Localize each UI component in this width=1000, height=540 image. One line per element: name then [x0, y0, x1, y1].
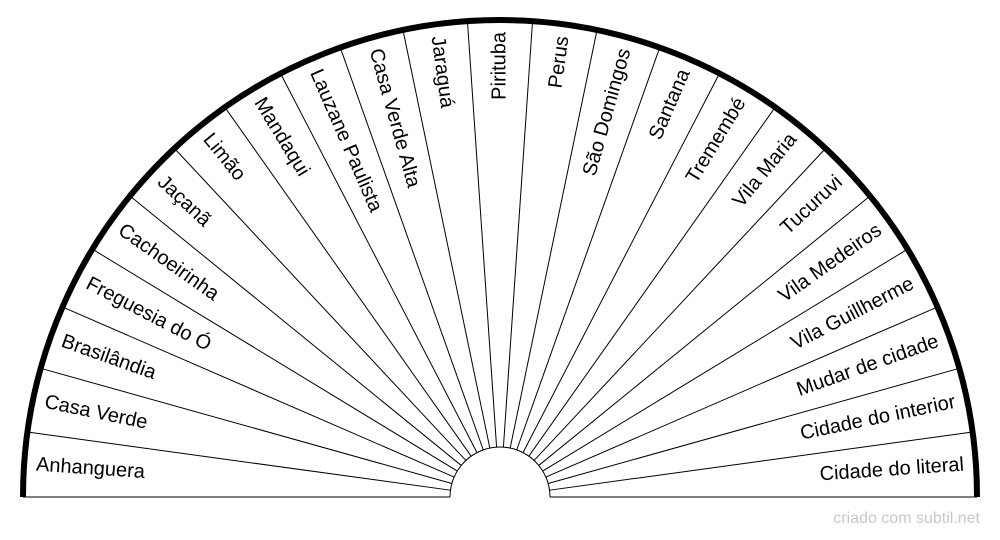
sector-divider	[528, 107, 776, 457]
sector-divider	[545, 306, 938, 478]
sector-divider	[92, 248, 458, 472]
sector-divider	[548, 367, 960, 484]
sector-label: São Domingos	[579, 46, 636, 178]
sector-divider	[509, 29, 598, 449]
sector-divider	[538, 195, 871, 466]
sector-divider	[542, 248, 908, 472]
sector-divider	[549, 431, 973, 491]
sector-label: Lauzane Paulista	[305, 66, 387, 216]
sector-label: Tucuruvi	[776, 171, 847, 239]
sector-divider	[402, 29, 491, 449]
sector-label: Tremembé	[682, 94, 751, 187]
sector-label: Jaraguá	[426, 35, 458, 110]
sector-divider	[466, 21, 498, 448]
sector-divider	[522, 73, 720, 453]
sector-label: Mandaqui	[250, 94, 314, 180]
sector-label: Pirituba	[488, 31, 510, 100]
outer-arc	[20, 17, 980, 498]
sector-divider	[40, 367, 452, 484]
sector-label: Limão	[199, 129, 250, 185]
sector-label: Cidade do literal	[819, 454, 965, 486]
sector-divider	[280, 73, 478, 453]
sector-dividers	[27, 21, 973, 491]
sector-label: Vila Maria	[728, 128, 802, 211]
sector-divider	[224, 107, 472, 457]
inner-arc	[449, 446, 551, 498]
sector-label: Casa Verde	[43, 391, 150, 434]
sector-label: Casa Verde Alta	[365, 46, 425, 191]
sector-divider	[62, 306, 455, 478]
sector-divider	[27, 431, 451, 491]
sector-label: Brasilândia	[58, 330, 159, 384]
credit-text: criado com subtil.net	[833, 510, 980, 527]
sector-label: Santana	[645, 65, 695, 143]
sector-label: Cidade do interior	[798, 391, 957, 445]
sector-label: Anhanguera	[35, 454, 146, 483]
sector-label: Perus	[545, 35, 574, 90]
sector-divider	[174, 148, 467, 461]
sector-divider	[516, 47, 661, 451]
sector-divider	[339, 47, 484, 451]
sector-divider	[533, 148, 826, 461]
sector-divider	[129, 195, 462, 466]
sector-divider	[502, 21, 534, 448]
